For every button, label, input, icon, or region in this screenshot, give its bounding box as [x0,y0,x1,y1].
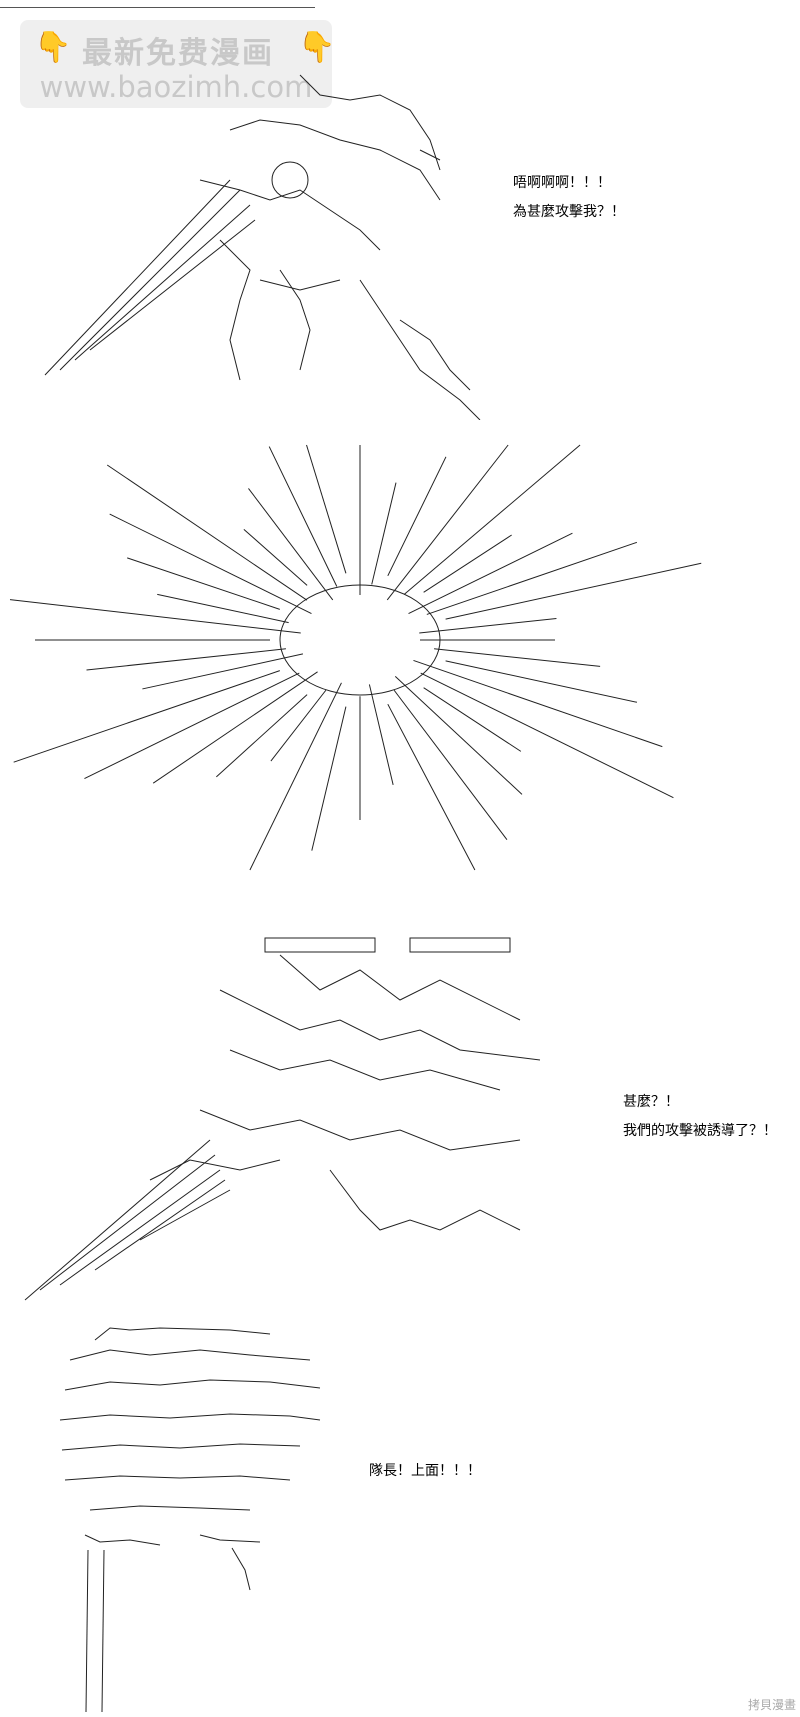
explosion-ray [127,557,280,610]
explosion-ray [387,703,476,871]
ascii-art-armored-figure [59,1327,321,1713]
explosion-ray [413,659,663,748]
explosion-ray [243,528,308,586]
speech-line: 隊長！上面！！！ [369,1463,481,1479]
explosion-ray [109,513,312,614]
speech-line: 為甚麼攻擊我？！ [513,204,625,220]
explosion-ray [423,687,522,752]
ascii-art-explosion [9,444,702,871]
ascii-art-deflection [24,937,541,1301]
pointing-down-hand-icon: 👇 [34,30,72,65]
explosion-ray [445,660,638,703]
pointing-down-hand-icon: 👇 [298,30,336,65]
explosion-ray [420,672,674,799]
explosion-ray [86,648,286,671]
explosion-ray [306,444,347,574]
watermark-url: www.baozimh.com [39,70,313,104]
explosion-ray [152,671,318,784]
explosion-ray [368,684,394,786]
speech-line: 唔啊啊啊！！！ [513,175,611,191]
explosion-ray [157,593,289,624]
speech-line: 我們的攻擊被誘導了？！ [623,1123,777,1139]
explosion-ray [419,617,557,634]
explosion-core [279,584,441,696]
top-divider [0,7,315,8]
site-watermark: 👇 最新免费漫画 👇 www.baozimh.com [20,20,336,108]
explosion-ray [387,456,447,577]
explosion-ray [13,670,280,763]
explosion-ray [249,682,342,871]
speech-line: 甚麼？！ [623,1094,679,1110]
explosion-ray [9,599,301,634]
explosion-ray [434,648,601,667]
explosion-ray [393,689,508,840]
explosion-ray [248,488,334,601]
explosion-ray [270,689,327,762]
panel-3-artwork: 甚麼？！ 我們的攻擊被誘導了？！ [0,930,800,1310]
explosion-ray [426,541,637,615]
explosion-ray [84,672,300,780]
watermark-title: 最新免费漫画 [82,36,274,71]
panel-1-artwork: 唔啊啊啊！！！ 為甚麼攻擊我？！ [0,40,800,420]
explosion-ray [394,676,523,795]
explosion-ray [423,534,512,593]
explosion-ray [408,532,573,614]
source-credit: 拷貝漫畫 [747,1698,796,1712]
explosion-ray [445,562,702,620]
explosion-ray [403,444,581,595]
explosion-ray [142,653,304,690]
explosion-ray [106,464,308,601]
explosion-ray [311,706,347,851]
explosion-ray [268,446,338,587]
explosion-ray [216,694,308,778]
explosion-ray [371,482,397,585]
panel-2-artwork [0,440,800,880]
explosion-ray [386,444,509,601]
panel-4-artwork: 隊長！上面！！！ [0,1320,800,1717]
ascii-art-figure-spear [44,74,481,420]
